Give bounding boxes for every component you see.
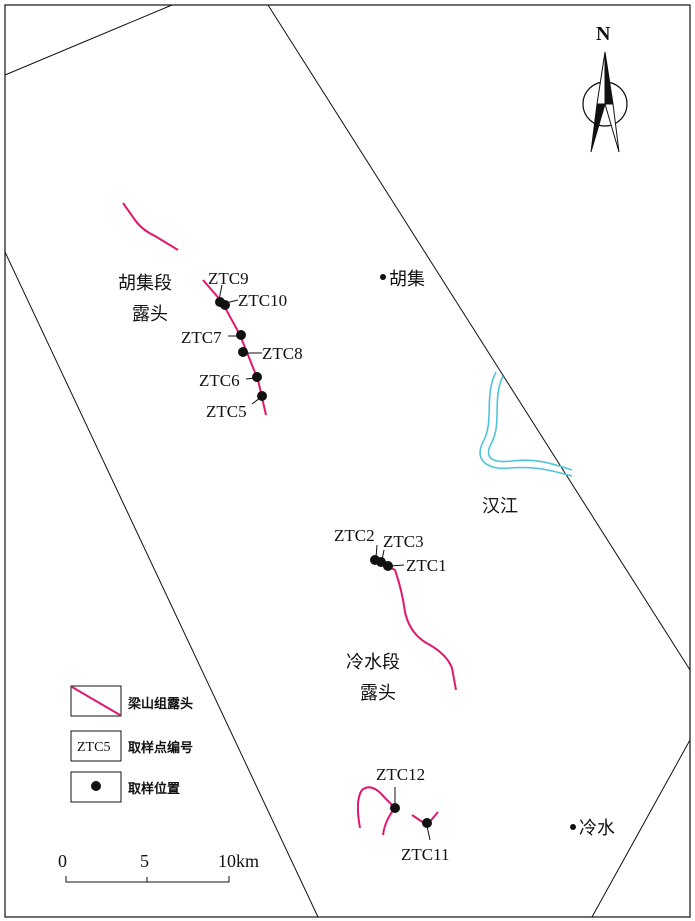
map-frame <box>4 4 691 918</box>
scale-tick-label: 5 <box>140 851 149 871</box>
scale-tick-label: 10km <box>218 851 259 871</box>
outcrop-line <box>356 786 397 836</box>
sample-point-ztc8 <box>238 347 248 357</box>
sample-label: ZTC3 <box>383 532 424 551</box>
sample-label: ZTC8 <box>262 344 303 363</box>
sample-label: ZTC7 <box>181 328 222 347</box>
river-hanjiang <box>479 371 573 477</box>
sample-point-ztc11 <box>422 818 432 828</box>
legend: 梁山组露头 ZTC5 取样点编号 取样位置 <box>70 685 193 803</box>
outcrop-line <box>371 557 457 691</box>
sample-label: ZTC6 <box>199 371 240 390</box>
scale-tick-label: 0 <box>58 851 67 871</box>
north-arrow-icon: N <box>582 23 628 153</box>
legend-sample-id: 取样点编号 <box>128 740 193 756</box>
sample-point-ztc7 <box>236 330 246 340</box>
town-label: 胡集 <box>389 269 425 289</box>
outcrop-label: 露头 <box>360 683 396 703</box>
town-label: 冷水 <box>579 818 615 838</box>
sample-label: ZTC10 <box>238 291 287 310</box>
sample-label: ZTC1 <box>406 556 447 575</box>
sample-point-ztc12 <box>390 803 400 813</box>
north-label: N <box>596 23 611 45</box>
outcrop-label: 冷水段 <box>346 652 400 672</box>
sample-label: ZTC5 <box>206 402 247 421</box>
sample-points <box>215 274 576 830</box>
town-point-huji <box>380 274 386 280</box>
legend-sample-id-example: ZTC5 <box>77 740 110 755</box>
sample-point-ztc5 <box>257 391 267 401</box>
sample-label: ZTC12 <box>376 765 425 784</box>
river-label: 汉江 <box>482 496 518 516</box>
scale-bar: 0 5 10km <box>58 851 259 883</box>
sample-point-ztc6 <box>252 372 262 382</box>
outcrop-line <box>122 202 179 251</box>
boundary-line <box>4 251 319 918</box>
sample-label: ZTC9 <box>208 269 249 288</box>
outcrop-label: 露头 <box>132 304 168 324</box>
legend-sample-location: 取样位置 <box>128 781 180 797</box>
town-point-lengshui <box>570 824 576 830</box>
sample-point-ztc10 <box>220 300 230 310</box>
boundary-line <box>591 739 691 918</box>
boundary-lines <box>4 4 691 918</box>
sample-point-ztc1 <box>383 561 393 571</box>
legend-outcrop: 梁山组露头 <box>127 696 193 712</box>
boundary-line <box>4 4 173 76</box>
sample-label: ZTC2 <box>334 526 375 545</box>
outcrop-label: 胡集段 <box>118 273 172 293</box>
sample-label: ZTC11 <box>401 845 449 864</box>
boundary-line <box>267 4 691 671</box>
